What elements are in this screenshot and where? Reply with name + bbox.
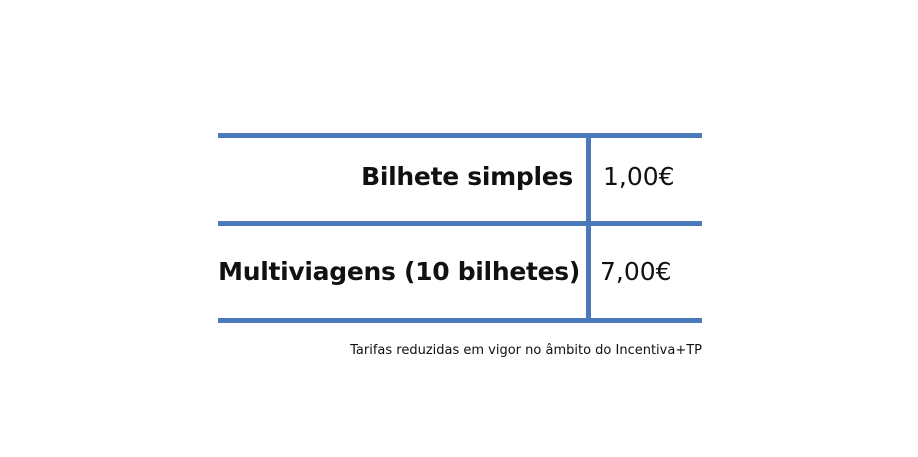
table-bottom-border [218,318,702,323]
fare-table: Bilhete simples 1,00€ Multiviagens (10 b… [218,133,702,323]
fare-price-multi-trip: 7,00€ [600,257,672,286]
table-column-divider [586,133,591,323]
fare-label-multi-trip: Multiviagens (10 bilhetes) [218,257,580,286]
fare-price-single-ticket: 1,00€ [603,162,675,191]
table-top-border [218,133,702,138]
table-row-divider [218,221,702,226]
fare-label-single-ticket: Bilhete simples [361,162,573,191]
footnote: Tarifas reduzidas em vigor no âmbito do … [350,343,702,358]
